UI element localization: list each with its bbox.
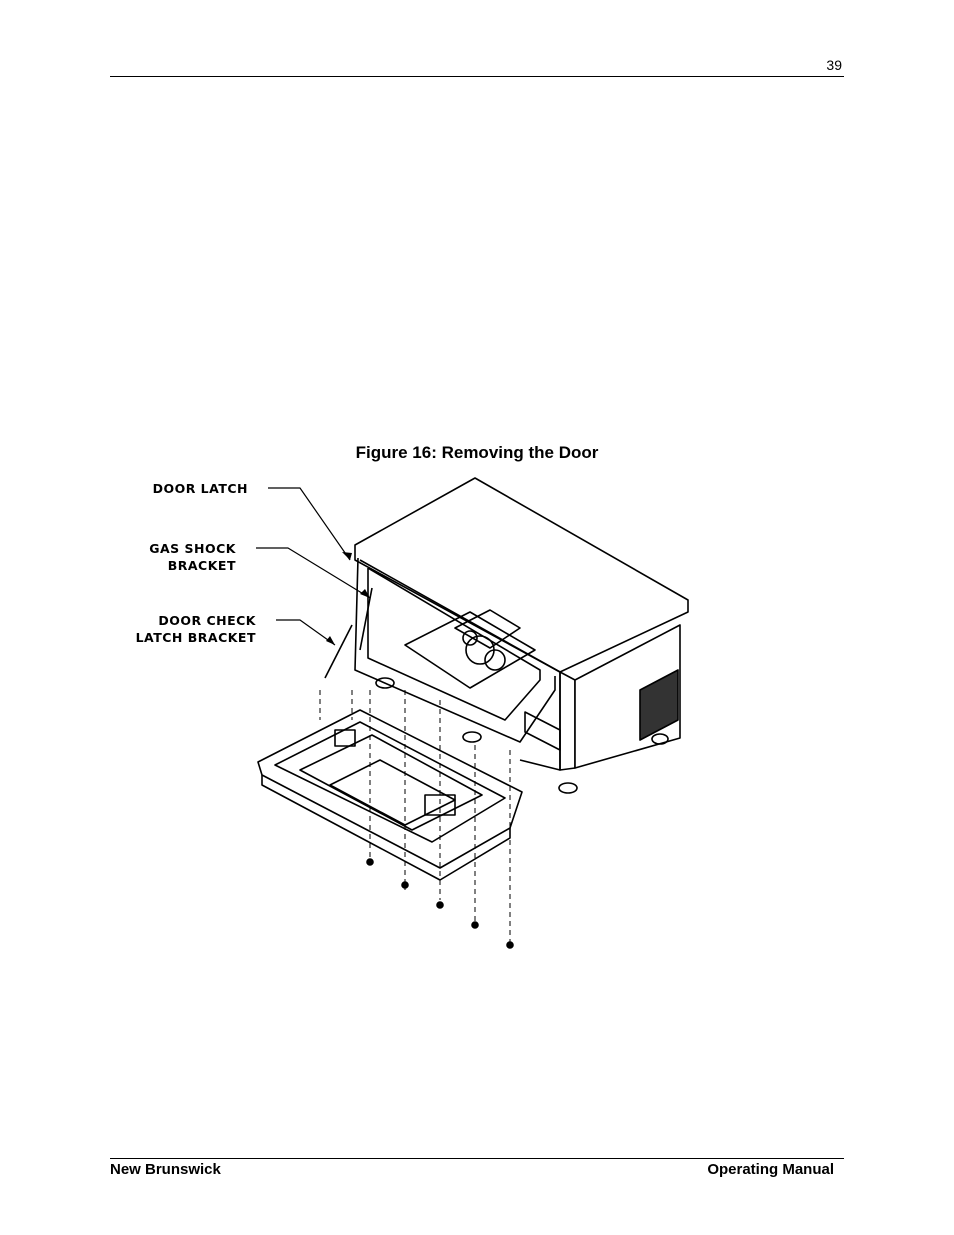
figure-caption-text: Figure 16: Removing the Door [355,443,599,462]
footer-right: Operating Manual [707,1161,834,1178]
callout-gas-shock-line1: GAS SHOCK [149,541,236,556]
callout-door-check-line1: DOOR CHECK [158,613,256,628]
callout-door-check-latch-bracket: DOOR CHECK LATCH BRACKET [120,612,256,646]
figure-caption: Figure 16: Removing the Door [0,443,954,463]
footer-rule [110,1158,844,1159]
callout-gas-shock-bracket: GAS SHOCK BRACKET [120,540,236,574]
page-number: 39 [826,57,842,73]
header-rule [110,76,844,77]
footer-left: New Brunswick [110,1161,221,1178]
callout-door-check-line2: LATCH BRACKET [135,630,256,645]
callout-gas-shock-line2: BRACKET [167,558,236,573]
callout-door-latch: DOOR LATCH [120,480,248,497]
callout-door-latch-text: DOOR LATCH [152,481,248,496]
